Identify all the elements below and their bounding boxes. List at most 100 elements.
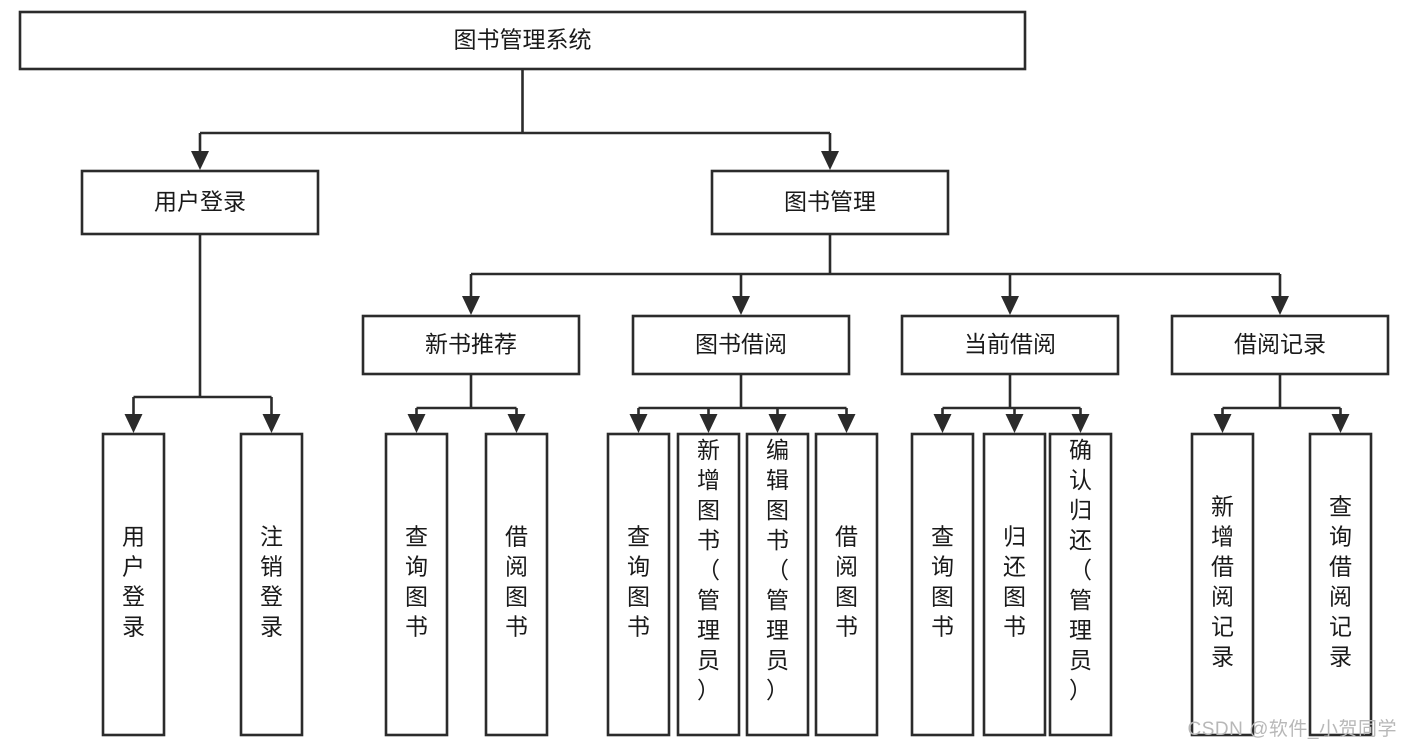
svg-text:认: 认 — [1069, 467, 1092, 493]
svg-text:注: 注 — [260, 524, 283, 550]
svg-text:图: 图 — [697, 497, 720, 523]
connector-root-arrow-0 — [191, 151, 209, 170]
node-book-borrow-label: 图书借阅 — [695, 331, 787, 357]
node-book-borrow[interactable]: 图书借阅 — [631, 314, 851, 376]
connector-current-borrow-arrow-2 — [1071, 414, 1090, 433]
svg-text:图: 图 — [835, 584, 858, 610]
svg-text:图: 图 — [766, 497, 789, 523]
svg-text:销: 销 — [260, 554, 283, 580]
node-leaf-user-login[interactable]: 用户登录 — [101, 432, 166, 737]
connector-new-book-recommend-arrow-0 — [407, 414, 426, 433]
svg-text:）: ） — [697, 677, 720, 703]
node-leaf-logout-box — [239, 432, 304, 737]
node-user-login-label: 用户登录 — [154, 189, 246, 215]
svg-text:（: （ — [1069, 557, 1092, 583]
connector-borrow-record-arrow-0 — [1213, 414, 1232, 433]
node-root-label: 图书管理系统 — [454, 27, 592, 53]
svg-text:登: 登 — [260, 584, 283, 610]
node-current-borrow[interactable]: 当前借阅 — [900, 314, 1120, 376]
svg-text:借: 借 — [505, 524, 528, 550]
svg-text:理: 理 — [766, 617, 789, 643]
svg-text:员: 员 — [766, 647, 789, 673]
svg-text:）: ） — [766, 677, 789, 703]
node-current-borrow-box — [900, 314, 1120, 376]
svg-text:询: 询 — [627, 554, 650, 580]
node-leaf-query-book-borrow-box — [606, 432, 671, 737]
svg-text:新: 新 — [697, 437, 720, 463]
svg-text:还: 还 — [1069, 527, 1092, 553]
svg-text:理: 理 — [697, 617, 720, 643]
svg-text:（: （ — [766, 557, 789, 583]
svg-text:辑: 辑 — [766, 467, 789, 493]
node-new-book-recommend[interactable]: 新书推荐 — [361, 314, 581, 376]
node-leaf-query-book-recommend-box — [384, 432, 449, 737]
node-root-box — [18, 10, 1027, 71]
svg-text:询: 询 — [1329, 524, 1352, 550]
connector-book-borrow-arrow-1 — [699, 414, 718, 433]
svg-text:录: 录 — [260, 614, 283, 640]
connector-user-login-arrow-0 — [124, 414, 143, 433]
svg-text:书: 书 — [505, 614, 528, 640]
node-leaf-query-borrow-record-box — [1308, 432, 1373, 737]
node-layer: 图书管理系统用户登录图书管理新书推荐图书借阅当前借阅借阅记录用户登录注销登录查询… — [18, 10, 1390, 737]
svg-text:书: 书 — [835, 614, 858, 640]
svg-text:理: 理 — [1069, 617, 1092, 643]
node-book-management-box — [710, 169, 950, 236]
node-book-management[interactable]: 图书管理 — [710, 169, 950, 236]
svg-text:记: 记 — [1211, 614, 1234, 640]
connector-book-borrow-arrow-2 — [768, 414, 787, 433]
connector-book-borrow-arrow-3 — [837, 414, 856, 433]
svg-text:书: 书 — [1003, 614, 1026, 640]
svg-text:阅: 阅 — [835, 554, 858, 580]
node-leaf-confirm-return-admin-box — [1048, 432, 1113, 737]
node-user-login[interactable]: 用户登录 — [80, 169, 320, 236]
connector-book-borrow-arrow-0 — [629, 414, 648, 433]
connector-book-management-arrow-1 — [732, 296, 750, 315]
svg-text:登: 登 — [122, 584, 145, 610]
node-leaf-add-borrow-record-box — [1190, 432, 1255, 737]
connector-book-management-arrow-3 — [1271, 296, 1289, 315]
svg-text:增: 增 — [697, 467, 720, 493]
svg-text:书: 书 — [766, 527, 789, 553]
node-new-book-recommend-box — [361, 314, 581, 376]
svg-text:员: 员 — [697, 647, 720, 673]
svg-text:阅: 阅 — [505, 554, 528, 580]
svg-text:新: 新 — [1211, 494, 1234, 520]
svg-text:图: 图 — [627, 584, 650, 610]
svg-text:书: 书 — [627, 614, 650, 640]
svg-text:图: 图 — [1003, 584, 1026, 610]
connector-current-borrow-arrow-1 — [1005, 414, 1024, 433]
node-leaf-edit-book-admin-box — [745, 432, 810, 737]
node-root[interactable]: 图书管理系统 — [18, 10, 1027, 71]
svg-text:借: 借 — [1329, 554, 1352, 580]
node-borrow-record-box — [1170, 314, 1390, 376]
svg-text:图: 图 — [931, 584, 954, 610]
svg-text:查: 查 — [1329, 494, 1352, 520]
node-borrow-record[interactable]: 借阅记录 — [1170, 314, 1390, 376]
connector-book-management-arrow-0 — [462, 296, 480, 315]
svg-text:询: 询 — [405, 554, 428, 580]
node-leaf-borrow-book-recommend-box — [484, 432, 549, 737]
svg-text:图: 图 — [405, 584, 428, 610]
svg-text:管: 管 — [697, 587, 720, 613]
svg-text:图: 图 — [505, 584, 528, 610]
